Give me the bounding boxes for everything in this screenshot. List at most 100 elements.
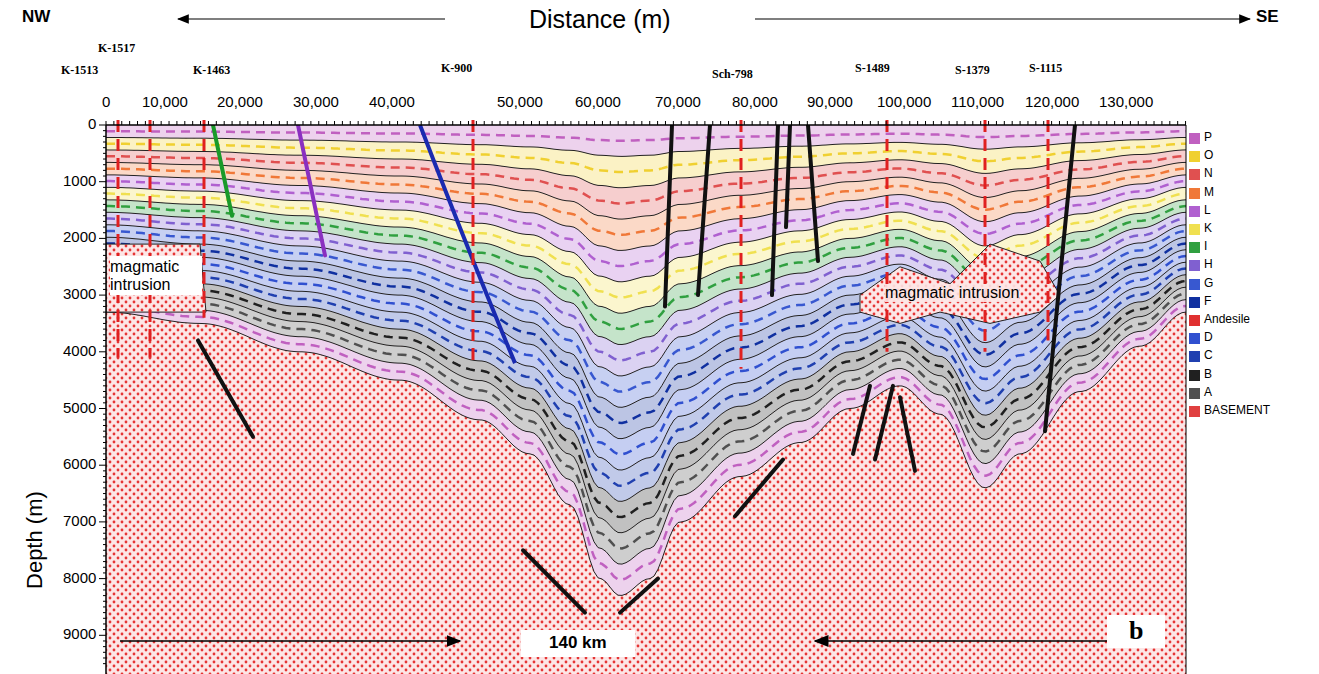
axis-tick [103, 629, 106, 630]
well-trace [984, 120, 987, 352]
fault-line [735, 460, 783, 517]
axis-tick [964, 121, 965, 125]
axis-tick [103, 499, 106, 500]
axis-tick [169, 121, 170, 125]
legend-swatch [1189, 260, 1200, 271]
axis-tick [547, 121, 548, 125]
axis-tick [103, 414, 106, 415]
axis-tick [594, 121, 595, 125]
axis-tick [103, 436, 106, 437]
axis-tick [500, 121, 501, 125]
axis-tick [103, 380, 106, 381]
legend-swatch [1189, 351, 1200, 362]
axis-tick [555, 121, 556, 125]
axis-tick [103, 544, 106, 545]
axis-tick [103, 312, 106, 313]
axis-tick [103, 459, 106, 460]
axis-tick [767, 121, 768, 125]
axis-tick [176, 121, 177, 125]
axis-tick [1161, 121, 1162, 125]
axis-tick [1146, 121, 1147, 125]
axis-tick [1043, 121, 1044, 125]
tick-label: 1000 [63, 173, 96, 190]
axis-tick [103, 431, 106, 432]
axis-tick [570, 121, 571, 125]
axis-tick [103, 385, 106, 386]
axis-tick [988, 121, 989, 125]
axis-tick [736, 121, 737, 125]
axis-tick [413, 121, 414, 125]
depth-axis [105, 125, 107, 674]
layer-boundary [106, 237, 1186, 407]
axis-tick [373, 121, 374, 125]
axis-tick [103, 340, 106, 341]
well-trace [149, 120, 152, 357]
tick-label: 70,000 [655, 94, 701, 111]
axis-tick [99, 181, 106, 182]
axis-tick [103, 374, 106, 375]
legend-label: B [1204, 368, 1212, 381]
fault-line [875, 386, 893, 460]
axis-tick [610, 121, 611, 125]
axis-tick [728, 121, 729, 125]
well-name: K-1517 [98, 42, 135, 55]
axis-tick [103, 289, 106, 290]
axis-tick [103, 278, 106, 279]
axis-tick [103, 272, 106, 273]
axis-tick [925, 121, 926, 125]
rock-layer [106, 287, 1186, 564]
axis-title: Depth (m) [23, 491, 47, 589]
axis-tick [838, 121, 839, 125]
axis-tick [894, 121, 895, 125]
axis-tick [103, 363, 106, 364]
axis-tick [1177, 121, 1178, 125]
axis-tick [103, 215, 106, 216]
legend-label: F [1204, 295, 1211, 308]
axis-tick [366, 121, 367, 125]
axis-tick [153, 121, 154, 125]
axis-tick [103, 323, 106, 324]
axis-tick [103, 572, 106, 573]
tick-label: 0 [102, 94, 110, 111]
axis-tick [103, 419, 106, 420]
axis-tick [303, 121, 304, 125]
axis-tick [1091, 121, 1092, 125]
legend-swatch [1189, 388, 1200, 399]
axis-tick [99, 295, 106, 296]
axis-tick [103, 130, 106, 131]
axis-tick [799, 121, 800, 125]
axis-tick [397, 121, 398, 125]
legend-swatch [1189, 279, 1200, 290]
axis-tick [145, 121, 146, 125]
axis-tick [99, 635, 106, 636]
legend-swatch [1189, 206, 1200, 217]
axis-tick [996, 121, 997, 125]
legend-label: G [1204, 277, 1213, 290]
axis-tick [103, 623, 106, 624]
axis-tick [103, 255, 106, 256]
axis-tick [103, 153, 106, 154]
axis-tick [103, 397, 106, 398]
tick-label: 10,000 [142, 94, 188, 111]
tick-label: 3000 [63, 286, 96, 303]
axis-tick [99, 238, 106, 239]
fault-line [772, 125, 778, 295]
well-name: K-1513 [61, 64, 98, 77]
axis-tick [815, 121, 816, 125]
axis-tick [103, 527, 106, 528]
axis-tick [103, 368, 106, 369]
axis-tick [823, 121, 824, 125]
axis-tick [103, 493, 106, 494]
axis-tick [744, 121, 745, 125]
legend-label: A [1204, 386, 1212, 399]
axis-tick [523, 121, 524, 125]
magmatic-intrusion [860, 244, 1060, 323]
axis-tick [287, 121, 288, 125]
tick-label: 80,000 [732, 94, 778, 111]
distance-arrow [120, 640, 460, 642]
axis-tick [492, 121, 493, 125]
axis-tick [697, 121, 698, 125]
well-trace [1047, 120, 1050, 340]
legend-label: I [1204, 240, 1207, 253]
legend-label: O [1204, 149, 1213, 162]
